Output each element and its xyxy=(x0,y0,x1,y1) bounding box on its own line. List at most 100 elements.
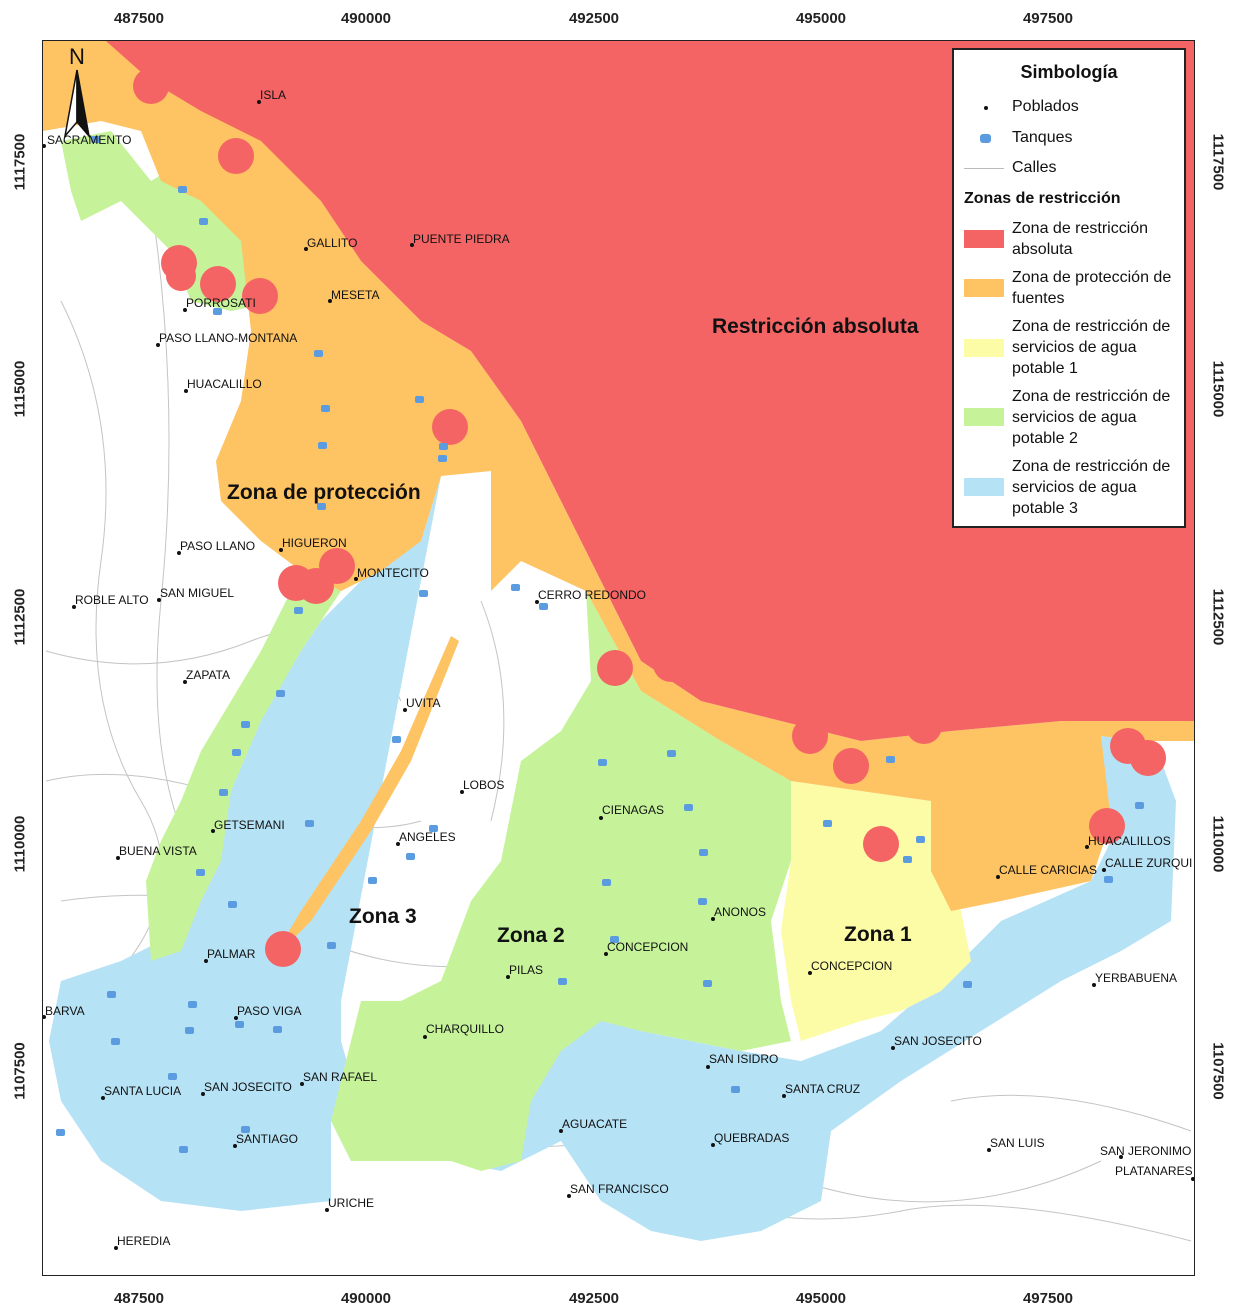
town-dot xyxy=(808,971,812,975)
tank-icon xyxy=(241,721,250,728)
zona-2-west-strip[interactable] xyxy=(146,571,341,961)
tank-icon xyxy=(823,820,832,827)
town-dot xyxy=(782,1094,786,1098)
town-dot xyxy=(184,389,188,393)
town-label: PASO VIGA xyxy=(237,1004,301,1018)
tank-icon xyxy=(903,856,912,863)
tank-icon xyxy=(314,350,323,357)
town-label: ANGELES xyxy=(399,830,456,844)
zone-label-zona3: Zona 3 xyxy=(349,905,417,928)
tank-icon xyxy=(886,756,895,763)
tank-icon xyxy=(219,789,228,796)
tank-icon xyxy=(438,455,447,462)
tank-icon xyxy=(228,901,237,908)
map-canvas[interactable]: ISLA SACRAMENTO GALLITO PUENTE PIEDRA ME… xyxy=(43,41,1195,1276)
x-coord-label-bottom: 492500 xyxy=(568,1290,620,1307)
tank-icon xyxy=(511,584,520,591)
tank-icon xyxy=(610,936,619,943)
zona-2-north-area[interactable] xyxy=(61,131,301,311)
town-label: CONCEPCION xyxy=(811,959,892,973)
restriction-circle xyxy=(218,138,254,174)
zone-label-absoluta: Restricción absoluta xyxy=(712,315,919,338)
restriction-circle xyxy=(906,708,942,744)
tank-icon xyxy=(392,736,401,743)
town-label: ROBLE ALTO xyxy=(75,593,149,607)
legend-poblados-label: Poblados xyxy=(1012,98,1079,115)
town-dot xyxy=(300,1082,304,1086)
restriction-circle xyxy=(597,650,633,686)
town-label: PILAS xyxy=(509,963,543,977)
tank-icon xyxy=(602,879,611,886)
town-label: PALMAR xyxy=(207,947,256,961)
zona-1-area[interactable] xyxy=(781,781,971,1041)
town-label: CIENAGAS xyxy=(602,803,664,817)
town-label: SAN LUIS xyxy=(990,1136,1045,1150)
legend-swatch-zona1 xyxy=(964,339,1004,357)
town-label: CALLE ZURQUI xyxy=(1105,856,1192,870)
town-dot xyxy=(599,816,603,820)
restriction-circle xyxy=(319,548,355,584)
town-label: ANONOS xyxy=(714,905,766,919)
y-coord-label-left: 1117500 xyxy=(11,133,29,191)
tank-icon xyxy=(980,134,991,143)
zona-2-area[interactable] xyxy=(331,591,791,1171)
legend-zone-label: Zona de restricción de servicios de agua… xyxy=(1012,458,1171,517)
calles-line-icon xyxy=(964,168,1004,169)
tank-icon xyxy=(684,804,693,811)
tank-icon xyxy=(305,820,314,827)
tank-icon xyxy=(698,898,707,905)
restriction-circle xyxy=(833,748,869,784)
town-dot xyxy=(996,875,1000,879)
tank-icon xyxy=(188,1001,197,1008)
legend-zone-label: Zona de restricción de servicios de agua… xyxy=(1012,388,1171,447)
legend-zone-label: Zona de restricción de servicios de agua… xyxy=(1012,318,1171,377)
proteccion-corridor xyxy=(286,636,459,941)
legend-swatch-proteccion xyxy=(964,279,1004,297)
town-dot xyxy=(325,1208,329,1212)
y-coord-label-right: 1115000 xyxy=(1209,360,1227,418)
tank-icon xyxy=(56,1129,65,1136)
town-label: MESETA xyxy=(331,288,379,302)
town-label: SAN JERONIMO xyxy=(1100,1144,1191,1158)
restriction-circle xyxy=(1089,808,1125,844)
town-dot xyxy=(116,856,120,860)
town-label: SAN MIGUEL xyxy=(160,586,234,600)
tank-icon xyxy=(276,690,285,697)
tank-icon xyxy=(199,218,208,225)
town-label: GETSEMANI xyxy=(214,818,285,832)
tank-icon xyxy=(107,991,116,998)
tank-icon xyxy=(179,1146,188,1153)
legend-swatch-absoluta xyxy=(964,230,1004,248)
legend-box: Simbología Poblados Tanques Calles Zonas… xyxy=(952,48,1186,528)
town-dot xyxy=(201,1092,205,1096)
town-dot xyxy=(987,1148,991,1152)
poblados-dot-icon xyxy=(984,106,988,110)
tank-icon xyxy=(327,942,336,949)
tank-icon xyxy=(294,607,303,614)
y-coord-label-left: 1112500 xyxy=(11,588,29,646)
town-dot xyxy=(233,1144,237,1148)
town-label: SAN FRANCISCO xyxy=(570,1182,669,1196)
x-coord-label-bottom: 490000 xyxy=(340,1290,392,1307)
town-label: GALLITO xyxy=(307,236,357,250)
zone-label-zona2: Zona 2 xyxy=(497,924,565,947)
restriction-circle xyxy=(792,718,828,754)
town-dot xyxy=(72,605,76,609)
x-coord-label-top: 497500 xyxy=(1022,10,1074,27)
x-coord-label-top: 490000 xyxy=(340,10,392,27)
town-dot xyxy=(354,577,358,581)
tank-icon xyxy=(273,1026,282,1033)
zona-proteccion-area[interactable] xyxy=(43,41,1195,911)
zona-absoluta-area[interactable] xyxy=(106,41,1195,741)
tank-icon xyxy=(196,869,205,876)
north-arrow: N xyxy=(52,44,102,144)
town-dot xyxy=(114,1246,118,1250)
x-coord-label-bottom: 495000 xyxy=(795,1290,847,1307)
town-label: CHARQUILLO xyxy=(426,1022,504,1036)
town-dot xyxy=(101,1096,105,1100)
town-dot xyxy=(423,1035,427,1039)
tank-icon xyxy=(185,1027,194,1034)
legend-zone-label: Zona de protección de fuentes xyxy=(1012,269,1172,307)
tanks-layer xyxy=(56,136,1144,1153)
town-dot xyxy=(183,308,187,312)
